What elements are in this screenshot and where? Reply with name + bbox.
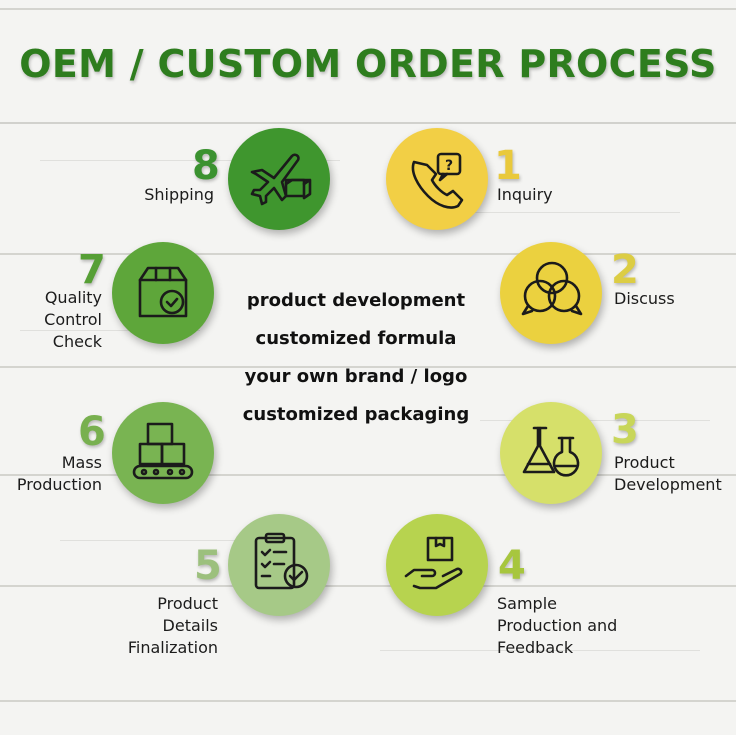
step-5-circle — [228, 514, 330, 616]
step-3-number: 3 — [611, 407, 639, 453]
phone-question-icon: ? — [411, 152, 464, 209]
step-5-number: 5 — [194, 543, 222, 589]
conveyor-boxes-icon — [132, 422, 194, 480]
step-7-number: 7 — [78, 247, 106, 293]
clipboard-check-icon — [254, 532, 309, 590]
step-1-label: Inquiry — [497, 185, 553, 204]
step-8-number: 8 — [192, 143, 220, 189]
center-point-product-development: product development — [246, 290, 466, 311]
step-2-label: Discuss — [614, 289, 675, 308]
step-2-circle — [500, 242, 602, 344]
step-6-circle — [112, 402, 214, 504]
center-point-customized-formula: customized formula — [255, 328, 457, 349]
box-badge-icon — [138, 266, 188, 318]
step-1-number: 1 — [494, 143, 522, 189]
center-point-customized-packaging: customized packaging — [242, 404, 470, 425]
step-2-number: 2 — [611, 247, 639, 293]
page-title: OEM / CUSTOM ORDER PROCESS — [19, 42, 717, 86]
plane-box-icon — [250, 153, 312, 206]
step-1-circle: ? — [386, 128, 488, 230]
step-6-label: Mass Production — [16, 453, 102, 494]
center-points: product development customized formula y… — [236, 286, 476, 438]
step-5-label: Product Details Finalization — [127, 594, 218, 657]
chat-bubbles-icon — [521, 261, 583, 316]
step-8-label: Shipping — [144, 185, 214, 204]
hand-box-icon — [404, 536, 463, 590]
step-3-label: Product Development — [614, 453, 722, 494]
step-4-label: Sample Production and Feedback — [497, 594, 618, 657]
step-7-circle — [112, 242, 214, 344]
svg-text:?: ? — [445, 158, 453, 174]
step-3-circle — [500, 402, 602, 504]
step-8-circle — [228, 128, 330, 230]
center-point-own-brand: your own brand / logo — [244, 366, 468, 387]
step-4-number: 4 — [498, 543, 526, 589]
step-4-circle — [386, 514, 488, 616]
flasks-icon — [522, 426, 580, 477]
step-6-number: 6 — [78, 409, 106, 455]
step-7-label: Quality Control Check — [44, 288, 102, 351]
